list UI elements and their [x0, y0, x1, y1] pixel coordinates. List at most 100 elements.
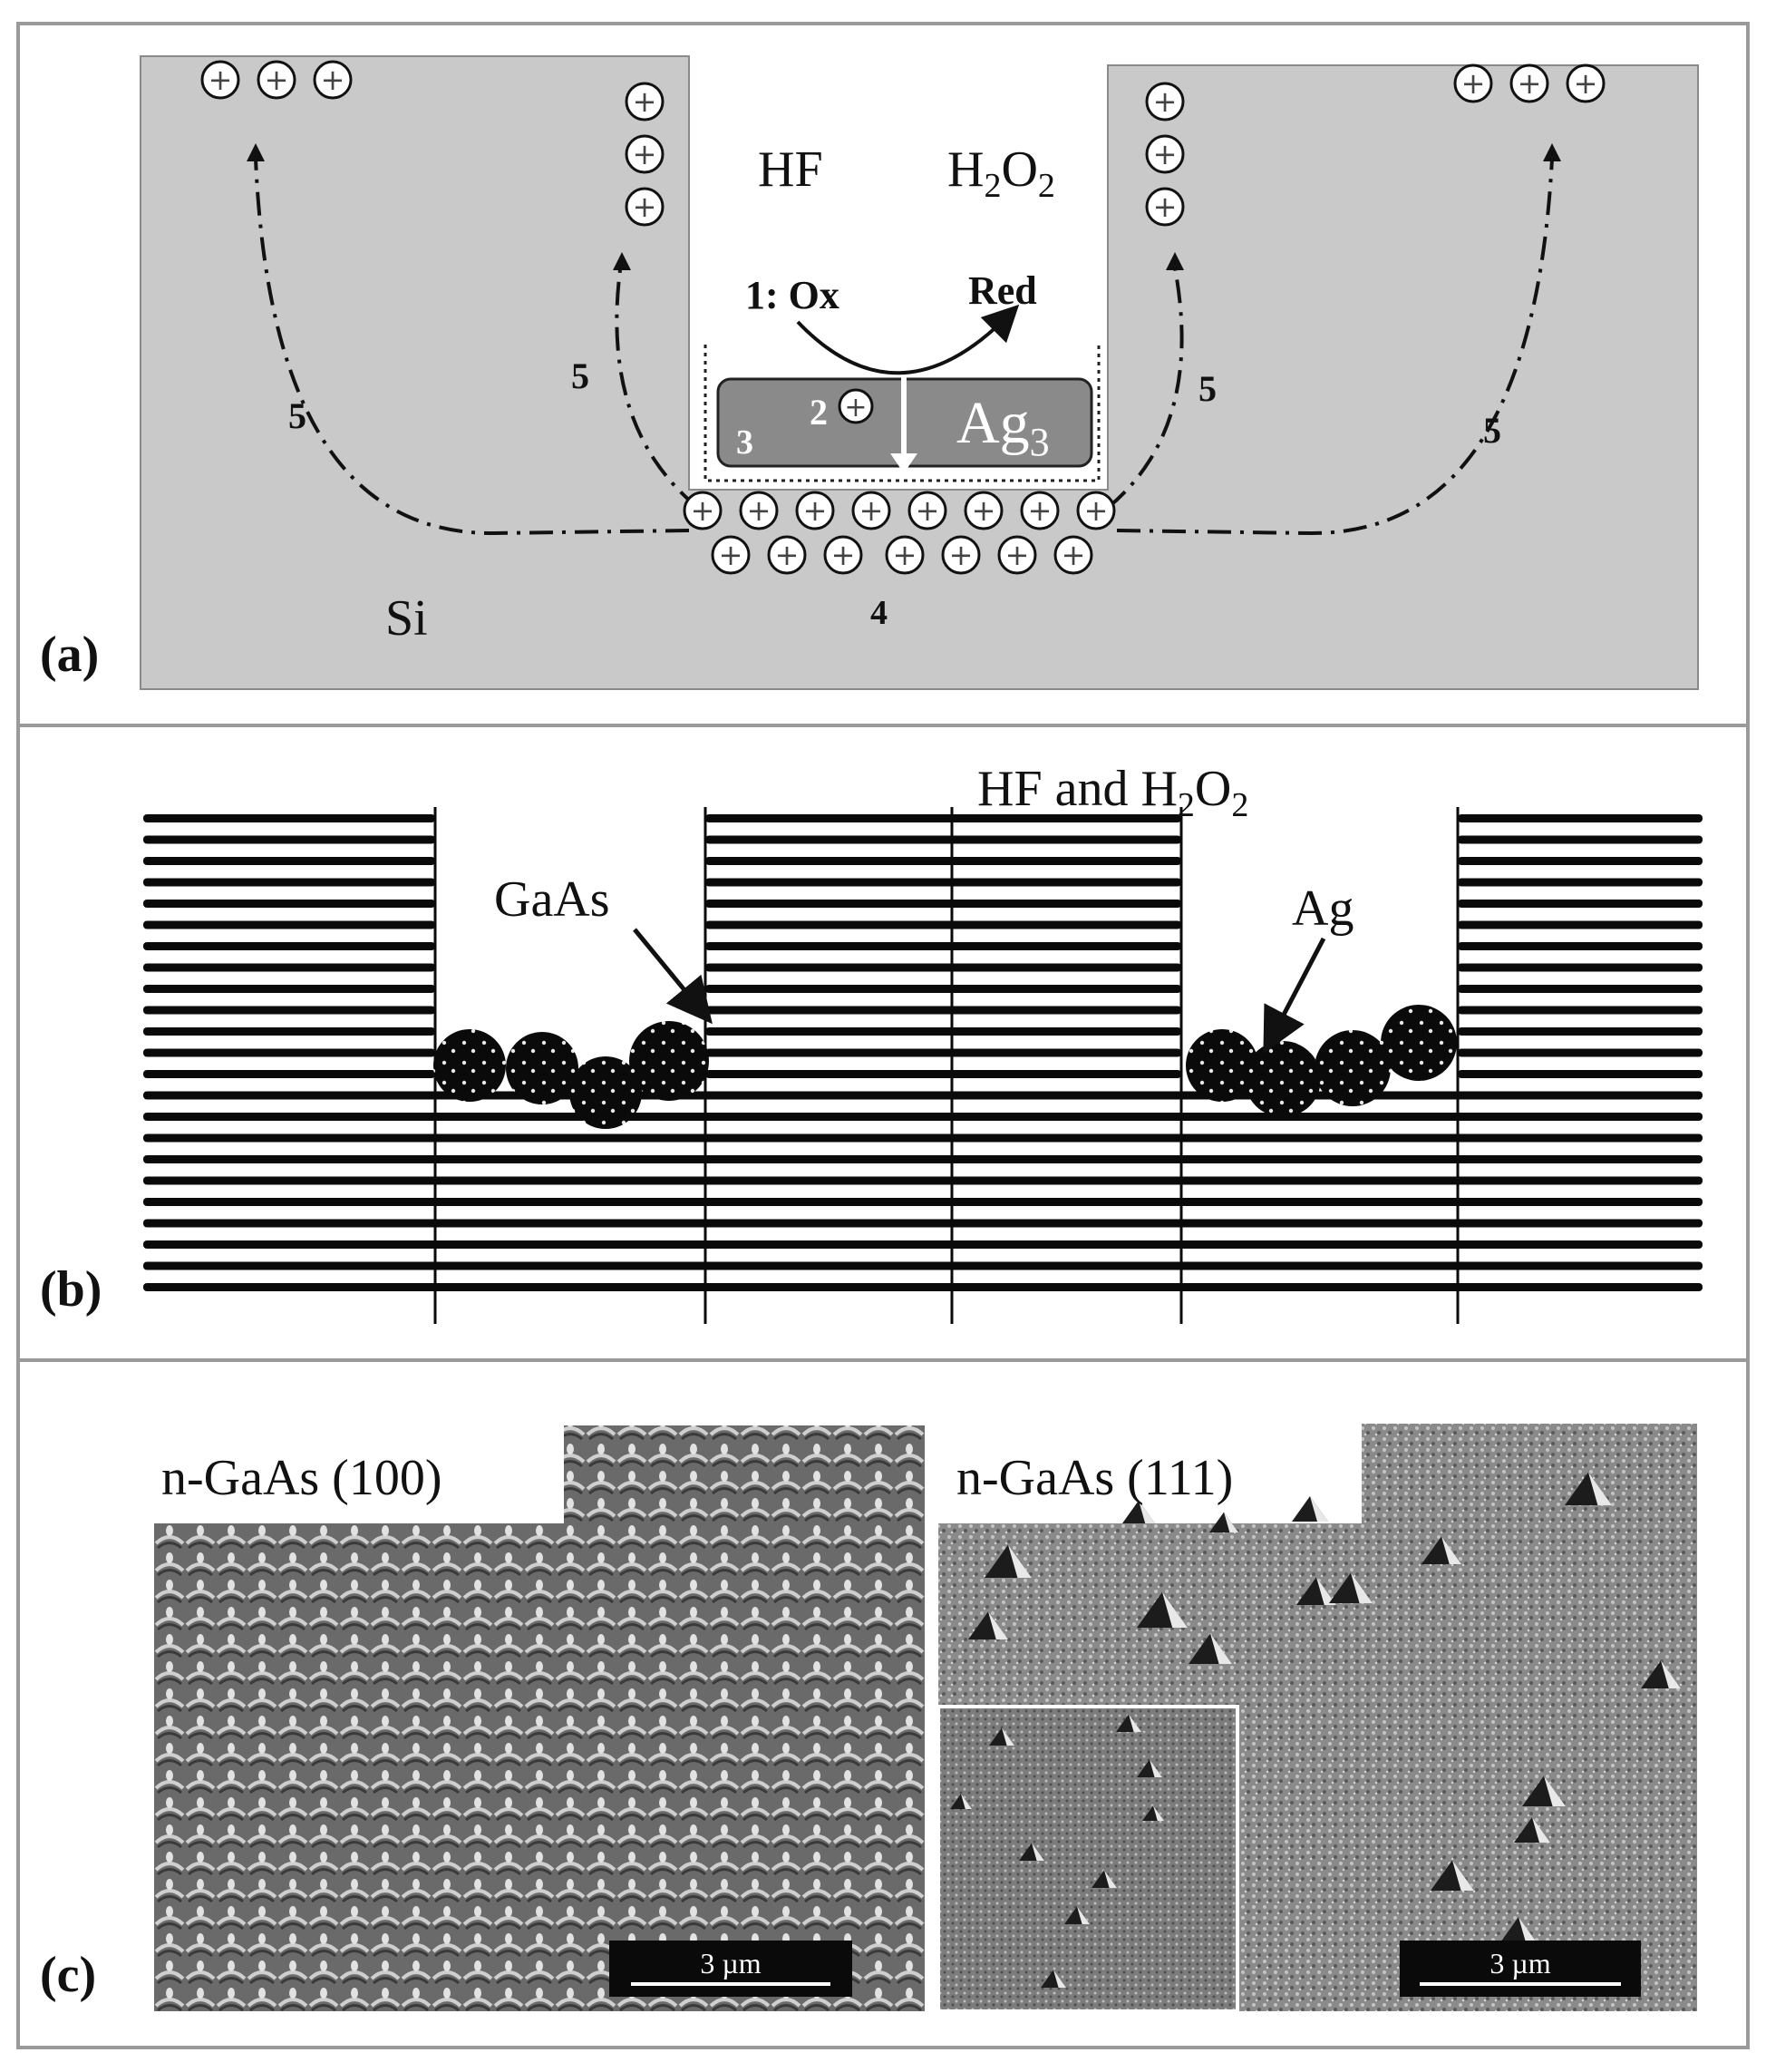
svg-text:+: +: [803, 493, 828, 528]
hole: +: [964, 491, 1004, 530]
svg-text:+: +: [719, 538, 743, 572]
pyramid: [1019, 1843, 1044, 1861]
step-5-label-left-outer: 5: [288, 395, 306, 436]
sem-image-100: [154, 1425, 925, 2011]
svg-text:+: +: [321, 63, 345, 97]
sem-inset-111: [936, 1705, 1239, 2013]
svg-text:+: +: [1005, 538, 1030, 572]
si-label: Si: [385, 590, 428, 647]
hole: +: [885, 535, 925, 575]
pyramid: [1431, 1860, 1474, 1891]
hole: +: [851, 491, 891, 530]
ag-particles-right: [1186, 1005, 1457, 1117]
pyramid: [1565, 1472, 1612, 1505]
diffusion-path-left-outer: [254, 158, 690, 536]
red-label: Red: [968, 268, 1037, 313]
ag-particles-left: [433, 1021, 709, 1129]
diffusion-path-right-outer: [1116, 158, 1554, 536]
pyramid: [1329, 1572, 1373, 1603]
hole: +: [907, 491, 947, 530]
pyramid: [1514, 1817, 1550, 1843]
hf-and-sub1: 2: [1178, 786, 1195, 824]
svg-text:+: +: [1153, 137, 1178, 171]
step-2-label: 2: [810, 392, 828, 433]
hole: +: [200, 60, 240, 100]
hole: +: [941, 535, 981, 575]
ag-label: Ag3: [956, 390, 1050, 464]
hole: +: [1145, 134, 1185, 174]
hole: +: [795, 491, 835, 530]
hole: +: [739, 491, 779, 530]
svg-text:+: +: [775, 538, 800, 572]
svg-text:+: +: [1028, 493, 1053, 528]
pyramid: [1137, 1591, 1188, 1628]
svg-text:+: +: [1062, 538, 1086, 572]
pyramid: [1209, 1512, 1238, 1532]
arrowhead-left-outer: [247, 143, 265, 161]
panel-b: (b) HF and H2O2 GaAs Ag: [40, 761, 1703, 1324]
redox-arc: [796, 304, 1020, 375]
svg-text:+: +: [831, 538, 856, 572]
hole: +: [625, 187, 665, 227]
ag-main: Ag: [956, 390, 1030, 456]
arrowhead-right-inner: [1166, 252, 1184, 270]
ag-sub: 3: [1030, 420, 1050, 464]
svg-text:+: +: [844, 392, 867, 423]
svg-text:+: +: [1461, 66, 1486, 101]
pyramid: [1064, 1906, 1090, 1924]
svg-text:+: +: [972, 493, 996, 528]
svg-text:+: +: [691, 493, 715, 528]
hole: +: [683, 491, 723, 530]
step-3-label: 3: [736, 423, 753, 462]
hole-group: ++++++++++++++++++++++++++++: [200, 60, 1606, 575]
hf-and-text: HF and H: [977, 761, 1178, 817]
scale-bar-left: [609, 1941, 852, 1997]
step-4-label: 4: [870, 594, 888, 632]
pyramid: [1142, 1805, 1164, 1821]
ox-label: 1: Ox: [745, 273, 839, 317]
hole: +: [767, 535, 807, 575]
hf-label: HF: [758, 141, 823, 198]
svg-text:+: +: [1084, 493, 1109, 528]
hf-and-o: O: [1195, 761, 1231, 817]
pyramid: [1041, 1970, 1066, 1988]
h2o2-mid: O: [1001, 141, 1037, 198]
svg-text:+: +: [633, 84, 657, 119]
h2o2-main: H: [947, 141, 984, 198]
svg-text:+: +: [1518, 66, 1542, 101]
svg-text:+: +: [747, 493, 771, 528]
etch-outline: [703, 345, 1101, 482]
pyramid: [1189, 1633, 1232, 1664]
svg-text:+: +: [859, 493, 884, 528]
svg-text:+: +: [633, 190, 657, 224]
hole: +: [997, 535, 1037, 575]
pyramid: [1122, 1500, 1155, 1523]
pyramid: [1641, 1660, 1681, 1688]
h2o2-sub1: 2: [984, 167, 1001, 205]
pyramid: [989, 1727, 1014, 1746]
pyramid-features: [950, 1472, 1681, 1988]
gaas-pointer: [633, 928, 713, 1025]
hole: +: [1566, 63, 1606, 103]
hole: +: [313, 60, 353, 100]
hole: +: [1145, 82, 1185, 122]
scale-bar-right: [1400, 1941, 1641, 1997]
pyramid: [1500, 1917, 1537, 1942]
hole: +: [257, 60, 296, 100]
sem-title-111: n-GaAs (111): [956, 1450, 1233, 1506]
pyramid: [968, 1611, 1008, 1639]
hole: +: [1145, 187, 1185, 227]
hole: +: [1453, 63, 1493, 103]
panel-b-tag: (b): [40, 1261, 102, 1318]
sem-title-100: n-GaAs (100): [161, 1450, 442, 1506]
svg-text:+: +: [209, 63, 233, 97]
svg-text:+: +: [265, 63, 289, 97]
svg-text:+: +: [633, 137, 657, 171]
diffusion-path-left-inner: [615, 262, 700, 510]
hole-in-ag: +: [838, 388, 874, 424]
scale-bar-right-text: 3 µm: [1489, 1947, 1550, 1980]
hole: +: [1020, 491, 1060, 530]
pyramid: [1522, 1775, 1566, 1806]
hole: +: [625, 134, 665, 174]
